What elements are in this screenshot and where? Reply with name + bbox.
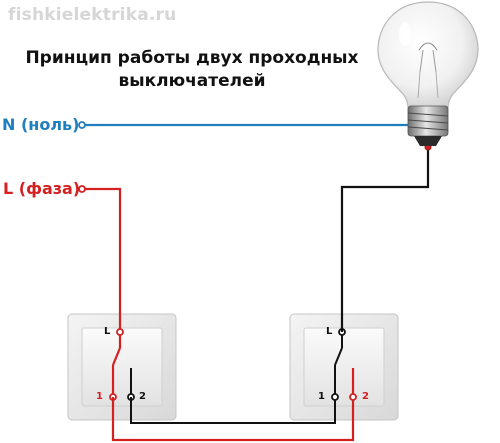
neutral-label: N (ноль) xyxy=(2,115,80,134)
title-line-2: выключателей xyxy=(118,71,266,91)
title-line-1: Принцип работы двух проходных xyxy=(25,48,359,68)
switch-left-terminal-1: 1 xyxy=(96,391,103,402)
switch-left-plate xyxy=(67,313,177,421)
watermark: fishkielektrika.ru xyxy=(8,5,177,25)
switch-right-terminal-common: L xyxy=(326,326,333,337)
switch-right-plate xyxy=(289,313,399,421)
switch-left-terminal-2: 2 xyxy=(139,391,146,402)
phase-wire xyxy=(78,185,122,332)
traveler-wire-red xyxy=(111,397,355,442)
diagram-title: Принцип работы двух проходных выключател… xyxy=(0,47,384,93)
load-wire xyxy=(340,143,432,332)
switch-right-terminal-2: 2 xyxy=(362,391,369,402)
phase-label: L (фаза) xyxy=(3,179,81,198)
traveler-wire-black xyxy=(130,397,336,424)
light-bulb-icon xyxy=(377,1,479,146)
switch-right-terminal-1: 1 xyxy=(318,391,325,402)
switch-right-lever xyxy=(331,328,357,401)
switch-left-terminal-common: L xyxy=(104,326,111,337)
neutral-wire xyxy=(78,121,420,129)
